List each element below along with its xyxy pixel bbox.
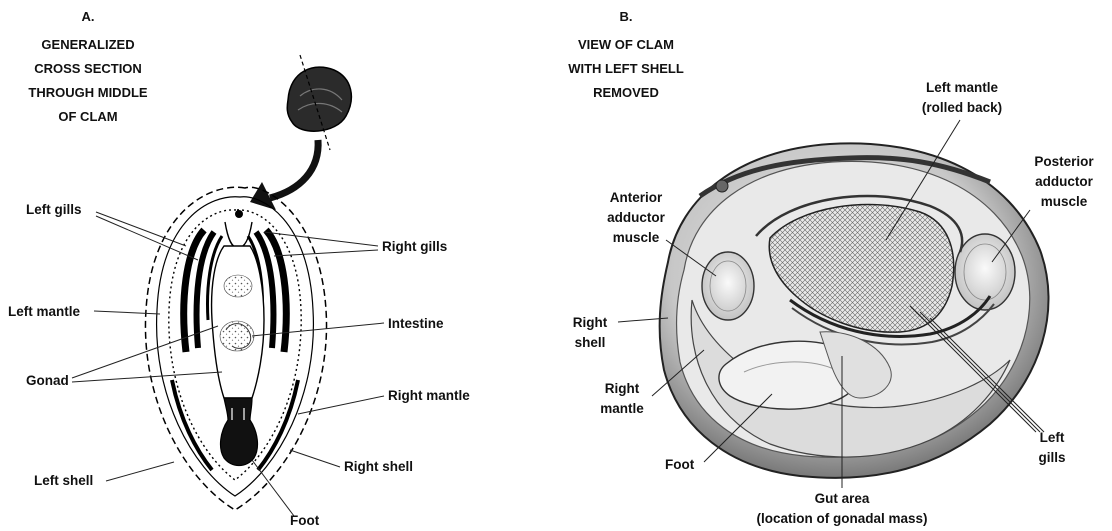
panel-a-title-line-2: CROSS SECTION [34, 61, 142, 76]
svg-text:muscle: muscle [613, 230, 660, 245]
svg-text:adductor: adductor [607, 210, 665, 225]
panel-a-letter: A. [82, 9, 95, 24]
label-foot-a: Foot [290, 513, 320, 528]
label-left-mantle: Left mantle [8, 304, 81, 319]
svg-text:(rolled back): (rolled back) [922, 100, 1002, 115]
svg-text:muscle: muscle [1041, 194, 1088, 209]
svg-text:Posterior: Posterior [1034, 154, 1094, 169]
svg-text:Right: Right [573, 315, 608, 330]
svg-text:Right: Right [605, 381, 640, 396]
label-left-mantle-b: Left mantle (rolled back) [922, 80, 1002, 115]
svg-text:Gut area: Gut area [815, 491, 870, 506]
label-left-shell: Left shell [34, 473, 93, 488]
label-right-mantle-b: Right mantle [600, 381, 644, 416]
panel-b: B. VIEW OF CLAM WITH LEFT SHELL REMOVED [568, 9, 1094, 526]
foot [221, 398, 258, 466]
label-gonad: Gonad [26, 373, 69, 388]
label-right-shell: Right shell [344, 459, 413, 474]
svg-text:mantle: mantle [600, 401, 644, 416]
label-left-gills: Left gills [26, 202, 82, 217]
label-anterior-adductor: Anterior adductor muscle [607, 190, 665, 245]
panel-b-title-line-2: WITH LEFT SHELL [568, 61, 684, 76]
panel-a: A. GENERALIZED CROSS SECTION THROUGH MID… [8, 9, 470, 528]
cross-section [145, 187, 326, 510]
label-gut-area: Gut area (location of gonadal mass) [756, 491, 927, 526]
curved-arrow-icon [250, 140, 318, 210]
open-clam-illustration [660, 143, 1049, 477]
panel-b-letter: B. [620, 9, 633, 24]
panel-a-title-line-3: THROUGH MIDDLE [28, 85, 147, 100]
label-posterior-adductor: Posterior adductor muscle [1034, 154, 1094, 209]
svg-text:(location of gonadal mass): (location of gonadal mass) [756, 511, 927, 526]
panel-b-title-line-1: VIEW OF CLAM [578, 37, 674, 52]
label-right-gills: Right gills [382, 239, 447, 254]
svg-text:shell: shell [575, 335, 606, 350]
svg-text:Anterior: Anterior [610, 190, 663, 205]
label-right-mantle: Right mantle [388, 388, 470, 403]
label-left-gills-b: Left gills [1038, 430, 1065, 465]
panel-a-title-line-1: GENERALIZED [41, 37, 134, 52]
label-intestine: Intestine [388, 316, 444, 331]
label-foot-b: Foot [665, 457, 695, 472]
svg-text:gills: gills [1038, 450, 1065, 465]
svg-text:Left: Left [1040, 430, 1065, 445]
svg-text:adductor: adductor [1035, 174, 1093, 189]
panel-a-title-line-4: OF CLAM [58, 109, 117, 124]
svg-text:Left mantle: Left mantle [926, 80, 999, 95]
panel-b-title-line-3: REMOVED [593, 85, 659, 100]
label-right-shell-b: Right shell [573, 315, 608, 350]
clam-thumbnail [287, 55, 351, 150]
